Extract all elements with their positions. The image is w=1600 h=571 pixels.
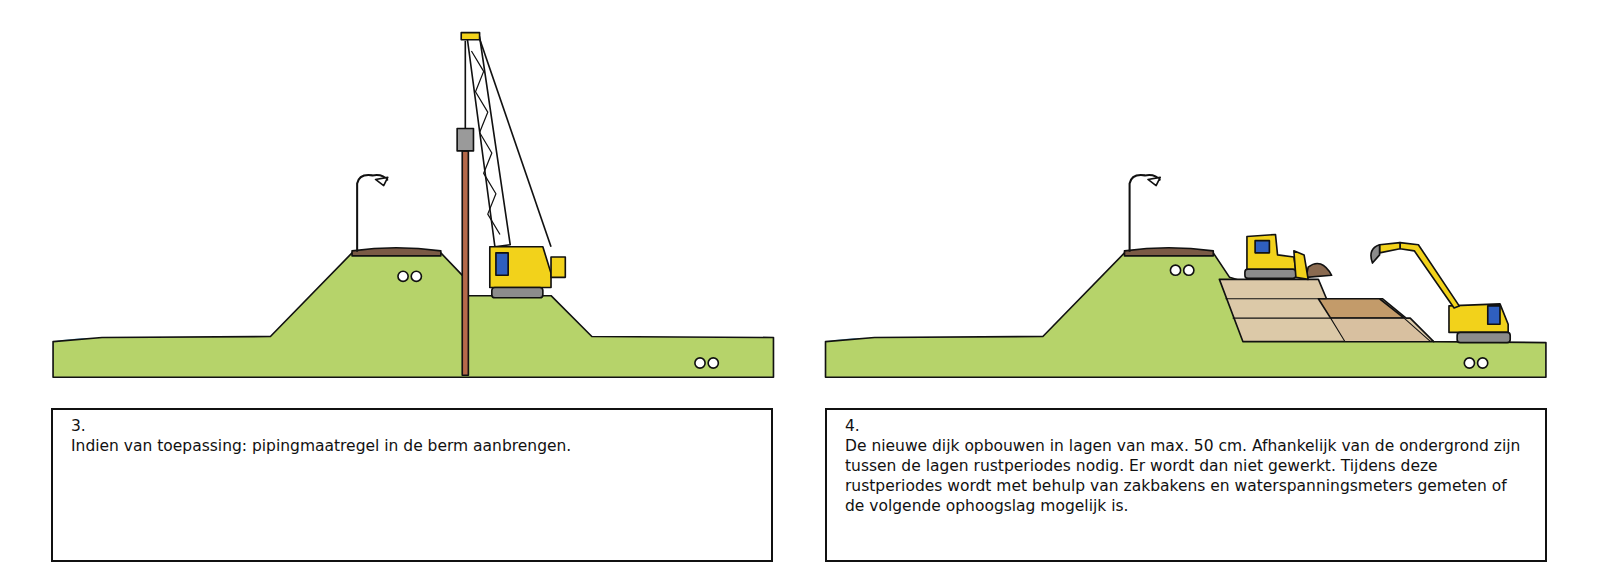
step-description: Indien van toepassing: pipingmaatregel i… [71, 436, 757, 456]
panel-4-scene [826, 175, 1546, 377]
step-description: De nieuwe dijk opbouwen in lagen van max… [845, 436, 1531, 516]
caption-box: 4.De nieuwe dijk opbouwen in lagen van m… [825, 408, 1547, 562]
step-number: 3. [71, 416, 757, 436]
panel-3-scene [53, 33, 773, 378]
caption-box: 3.Indien van toepassing: pipingmaatregel… [51, 408, 773, 562]
step-number: 4. [845, 416, 1531, 436]
